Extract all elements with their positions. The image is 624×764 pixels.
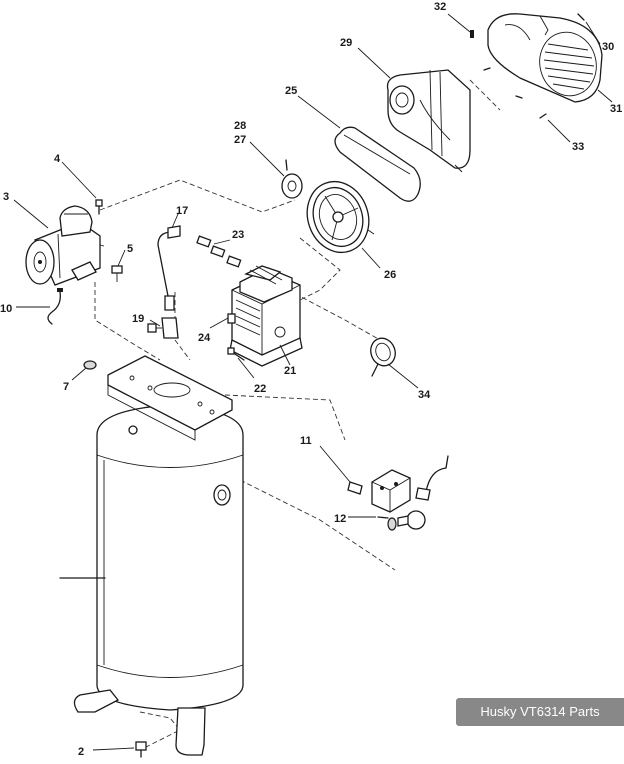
- check-valve-19: [147, 317, 179, 339]
- label-2: 2: [78, 746, 84, 758]
- label-3: 3: [3, 191, 9, 203]
- drain-valve-2: [135, 741, 147, 758]
- label-25: 25: [285, 85, 297, 97]
- screw-4: [95, 199, 103, 215]
- label-21: 21: [284, 365, 296, 377]
- label-4: 4: [54, 153, 61, 165]
- tank-gauge-34: [370, 337, 396, 377]
- label-31: 31: [610, 103, 622, 115]
- label-11: 11: [300, 435, 312, 447]
- label-5: 5: [127, 243, 133, 255]
- label-7: 7: [63, 381, 69, 393]
- pressure-switch: [347, 455, 449, 531]
- belt-guard-front-31: [487, 13, 603, 103]
- screws-30-32-33: [470, 13, 585, 119]
- label-12: 12: [334, 513, 346, 525]
- motor-pulley-27: [281, 159, 303, 199]
- label-27: 27: [234, 134, 246, 146]
- fitting-5: [111, 265, 123, 282]
- compressor-pump-21: [229, 265, 303, 367]
- fittings-23: [196, 235, 242, 268]
- mounting-plate: [107, 355, 233, 441]
- leader-lines: [13, 13, 613, 751]
- label-33: 33: [572, 141, 584, 153]
- label-29: 29: [340, 37, 352, 49]
- outlet-tube-17: [157, 225, 181, 311]
- grommet-7: [83, 360, 97, 370]
- label-30: 30: [602, 41, 614, 53]
- label-19: 19: [132, 313, 144, 325]
- plug-24: [227, 313, 236, 324]
- belt-guard-back-29: [386, 69, 471, 173]
- air-tank: [59, 404, 244, 711]
- flywheel-26: [306, 180, 375, 254]
- label-32: 32: [434, 1, 446, 13]
- label-10: 10: [0, 303, 12, 315]
- label-26: 26: [384, 269, 396, 281]
- watermark-banner: Husky VT6314 Parts: [456, 698, 624, 726]
- tank-legs: [73, 689, 206, 756]
- label-17: 17: [176, 205, 188, 217]
- power-cord-10: [47, 288, 63, 325]
- electric-motor: [25, 205, 105, 286]
- label-22: 22: [254, 383, 266, 395]
- drive-belt-25: [334, 126, 421, 202]
- bolt-22: [227, 347, 245, 361]
- label-23: 23: [232, 229, 244, 241]
- label-28: 28: [234, 120, 246, 132]
- label-34: 34: [418, 389, 431, 401]
- label-24: 24: [198, 332, 211, 344]
